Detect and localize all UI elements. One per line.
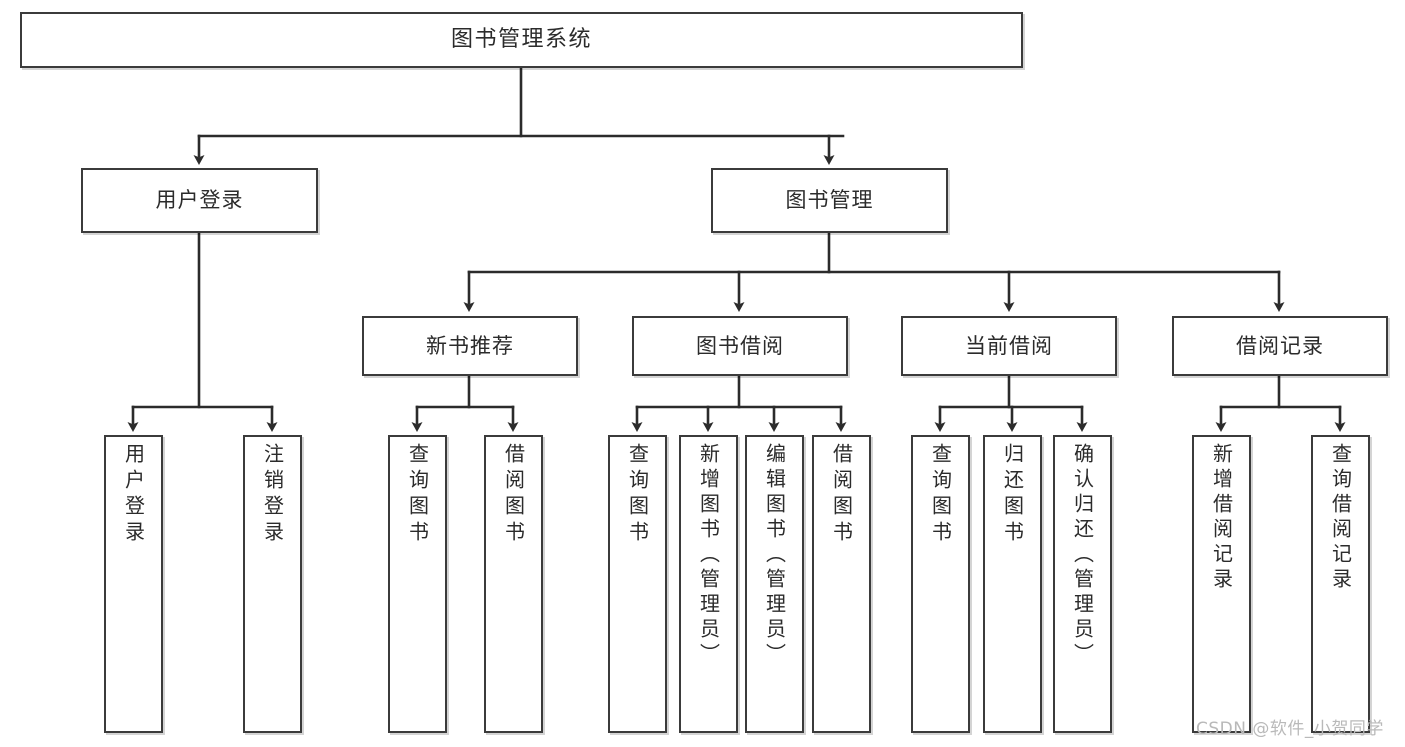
node-leaf-query-record[interactable]: 查询借阅记录 bbox=[1311, 435, 1370, 733]
node-borrow-record[interactable]: 借阅记录 bbox=[1172, 316, 1388, 376]
node-leaf-borrow-book-2-label: 借阅图书 bbox=[829, 443, 854, 547]
node-leaf-borrow-book-2[interactable]: 借阅图书 bbox=[812, 435, 871, 733]
node-root-label: 图书管理系统 bbox=[450, 27, 592, 53]
node-leaf-edit-book[interactable]: 编辑图书（管理员） bbox=[745, 435, 804, 733]
node-leaf-add-record-label: 新增借阅记录 bbox=[1209, 443, 1234, 593]
node-leaf-return-book-label: 归还图书 bbox=[1000, 443, 1025, 547]
watermark-text: CSDN @软件_小贺同学 bbox=[1196, 719, 1384, 739]
node-book-borrow-label: 图书借阅 bbox=[696, 333, 784, 358]
node-leaf-return-book[interactable]: 归还图书 bbox=[983, 435, 1042, 733]
node-leaf-add-book[interactable]: 新增图书（管理员） bbox=[679, 435, 738, 733]
node-leaf-add-record[interactable]: 新增借阅记录 bbox=[1192, 435, 1251, 733]
node-new-book-rec[interactable]: 新书推荐 bbox=[362, 316, 578, 376]
node-leaf-query-book-1-label: 查询图书 bbox=[405, 443, 430, 547]
node-user-login-label: 用户登录 bbox=[155, 188, 244, 213]
node-leaf-borrow-book-1-label: 借阅图书 bbox=[501, 443, 526, 547]
node-book-borrow[interactable]: 图书借阅 bbox=[632, 316, 848, 376]
node-leaf-edit-book-label: 编辑图书（管理员） bbox=[762, 443, 787, 668]
node-book-manage-label: 图书管理 bbox=[785, 188, 874, 213]
node-leaf-user-login[interactable]: 用户登录 bbox=[104, 435, 163, 733]
node-leaf-confirm-return[interactable]: 确认归还（管理员） bbox=[1053, 435, 1112, 733]
node-leaf-query-book-3-label: 查询图书 bbox=[928, 443, 953, 547]
node-user-login[interactable]: 用户登录 bbox=[81, 168, 318, 233]
node-current-borrow-label: 当前借阅 bbox=[965, 333, 1053, 358]
node-root[interactable]: 图书管理系统 bbox=[20, 12, 1023, 68]
node-leaf-confirm-return-label: 确认归还（管理员） bbox=[1070, 443, 1095, 668]
node-leaf-query-record-label: 查询借阅记录 bbox=[1328, 443, 1353, 593]
node-leaf-add-book-label: 新增图书（管理员） bbox=[696, 443, 721, 668]
node-leaf-user-logout[interactable]: 注销登录 bbox=[243, 435, 302, 733]
node-book-manage[interactable]: 图书管理 bbox=[711, 168, 948, 233]
node-leaf-user-logout-label: 注销登录 bbox=[260, 443, 285, 547]
node-leaf-query-book-2[interactable]: 查询图书 bbox=[608, 435, 667, 733]
node-leaf-query-book-2-label: 查询图书 bbox=[625, 443, 650, 547]
node-new-book-rec-label: 新书推荐 bbox=[426, 333, 514, 358]
node-leaf-query-book-3[interactable]: 查询图书 bbox=[911, 435, 970, 733]
node-current-borrow[interactable]: 当前借阅 bbox=[901, 316, 1117, 376]
node-leaf-borrow-book-1[interactable]: 借阅图书 bbox=[484, 435, 543, 733]
node-borrow-record-label: 借阅记录 bbox=[1236, 333, 1324, 358]
node-leaf-user-login-label: 用户登录 bbox=[121, 443, 146, 547]
node-leaf-query-book-1[interactable]: 查询图书 bbox=[388, 435, 447, 733]
